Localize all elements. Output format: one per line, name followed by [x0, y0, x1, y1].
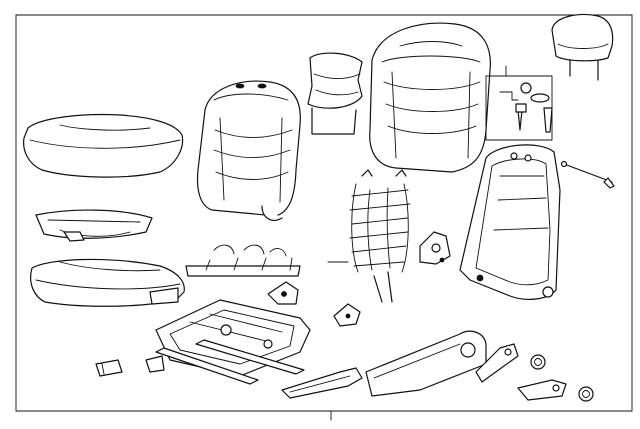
diagram-frame: [15, 14, 633, 421]
seat-cushion-foam: [35, 209, 153, 242]
seat-cushion-frame-track: [145, 299, 311, 385]
lumbar-support-pad: [307, 52, 363, 135]
seat-back-frame: [459, 144, 561, 300]
seat-cushion-cover: [30, 258, 185, 307]
trim-clips: [475, 343, 594, 402]
headrest: [551, 13, 614, 81]
seat-spring-assembly: [185, 244, 301, 277]
seat-back-cover: [196, 80, 301, 221]
outer-side-shield: [365, 330, 487, 397]
small-bracket: [267, 281, 361, 327]
recliner-bracket: [419, 231, 451, 265]
clip-connector: [95, 359, 123, 377]
headrest-guide-kit: [485, 65, 553, 141]
seat-cushion-pad: [23, 114, 184, 178]
suspension-spring-mat: [327, 169, 411, 303]
seat-back-foam-pad: [369, 22, 491, 173]
wire-rod: [560, 160, 615, 189]
inner-trim-panel: [281, 367, 363, 399]
